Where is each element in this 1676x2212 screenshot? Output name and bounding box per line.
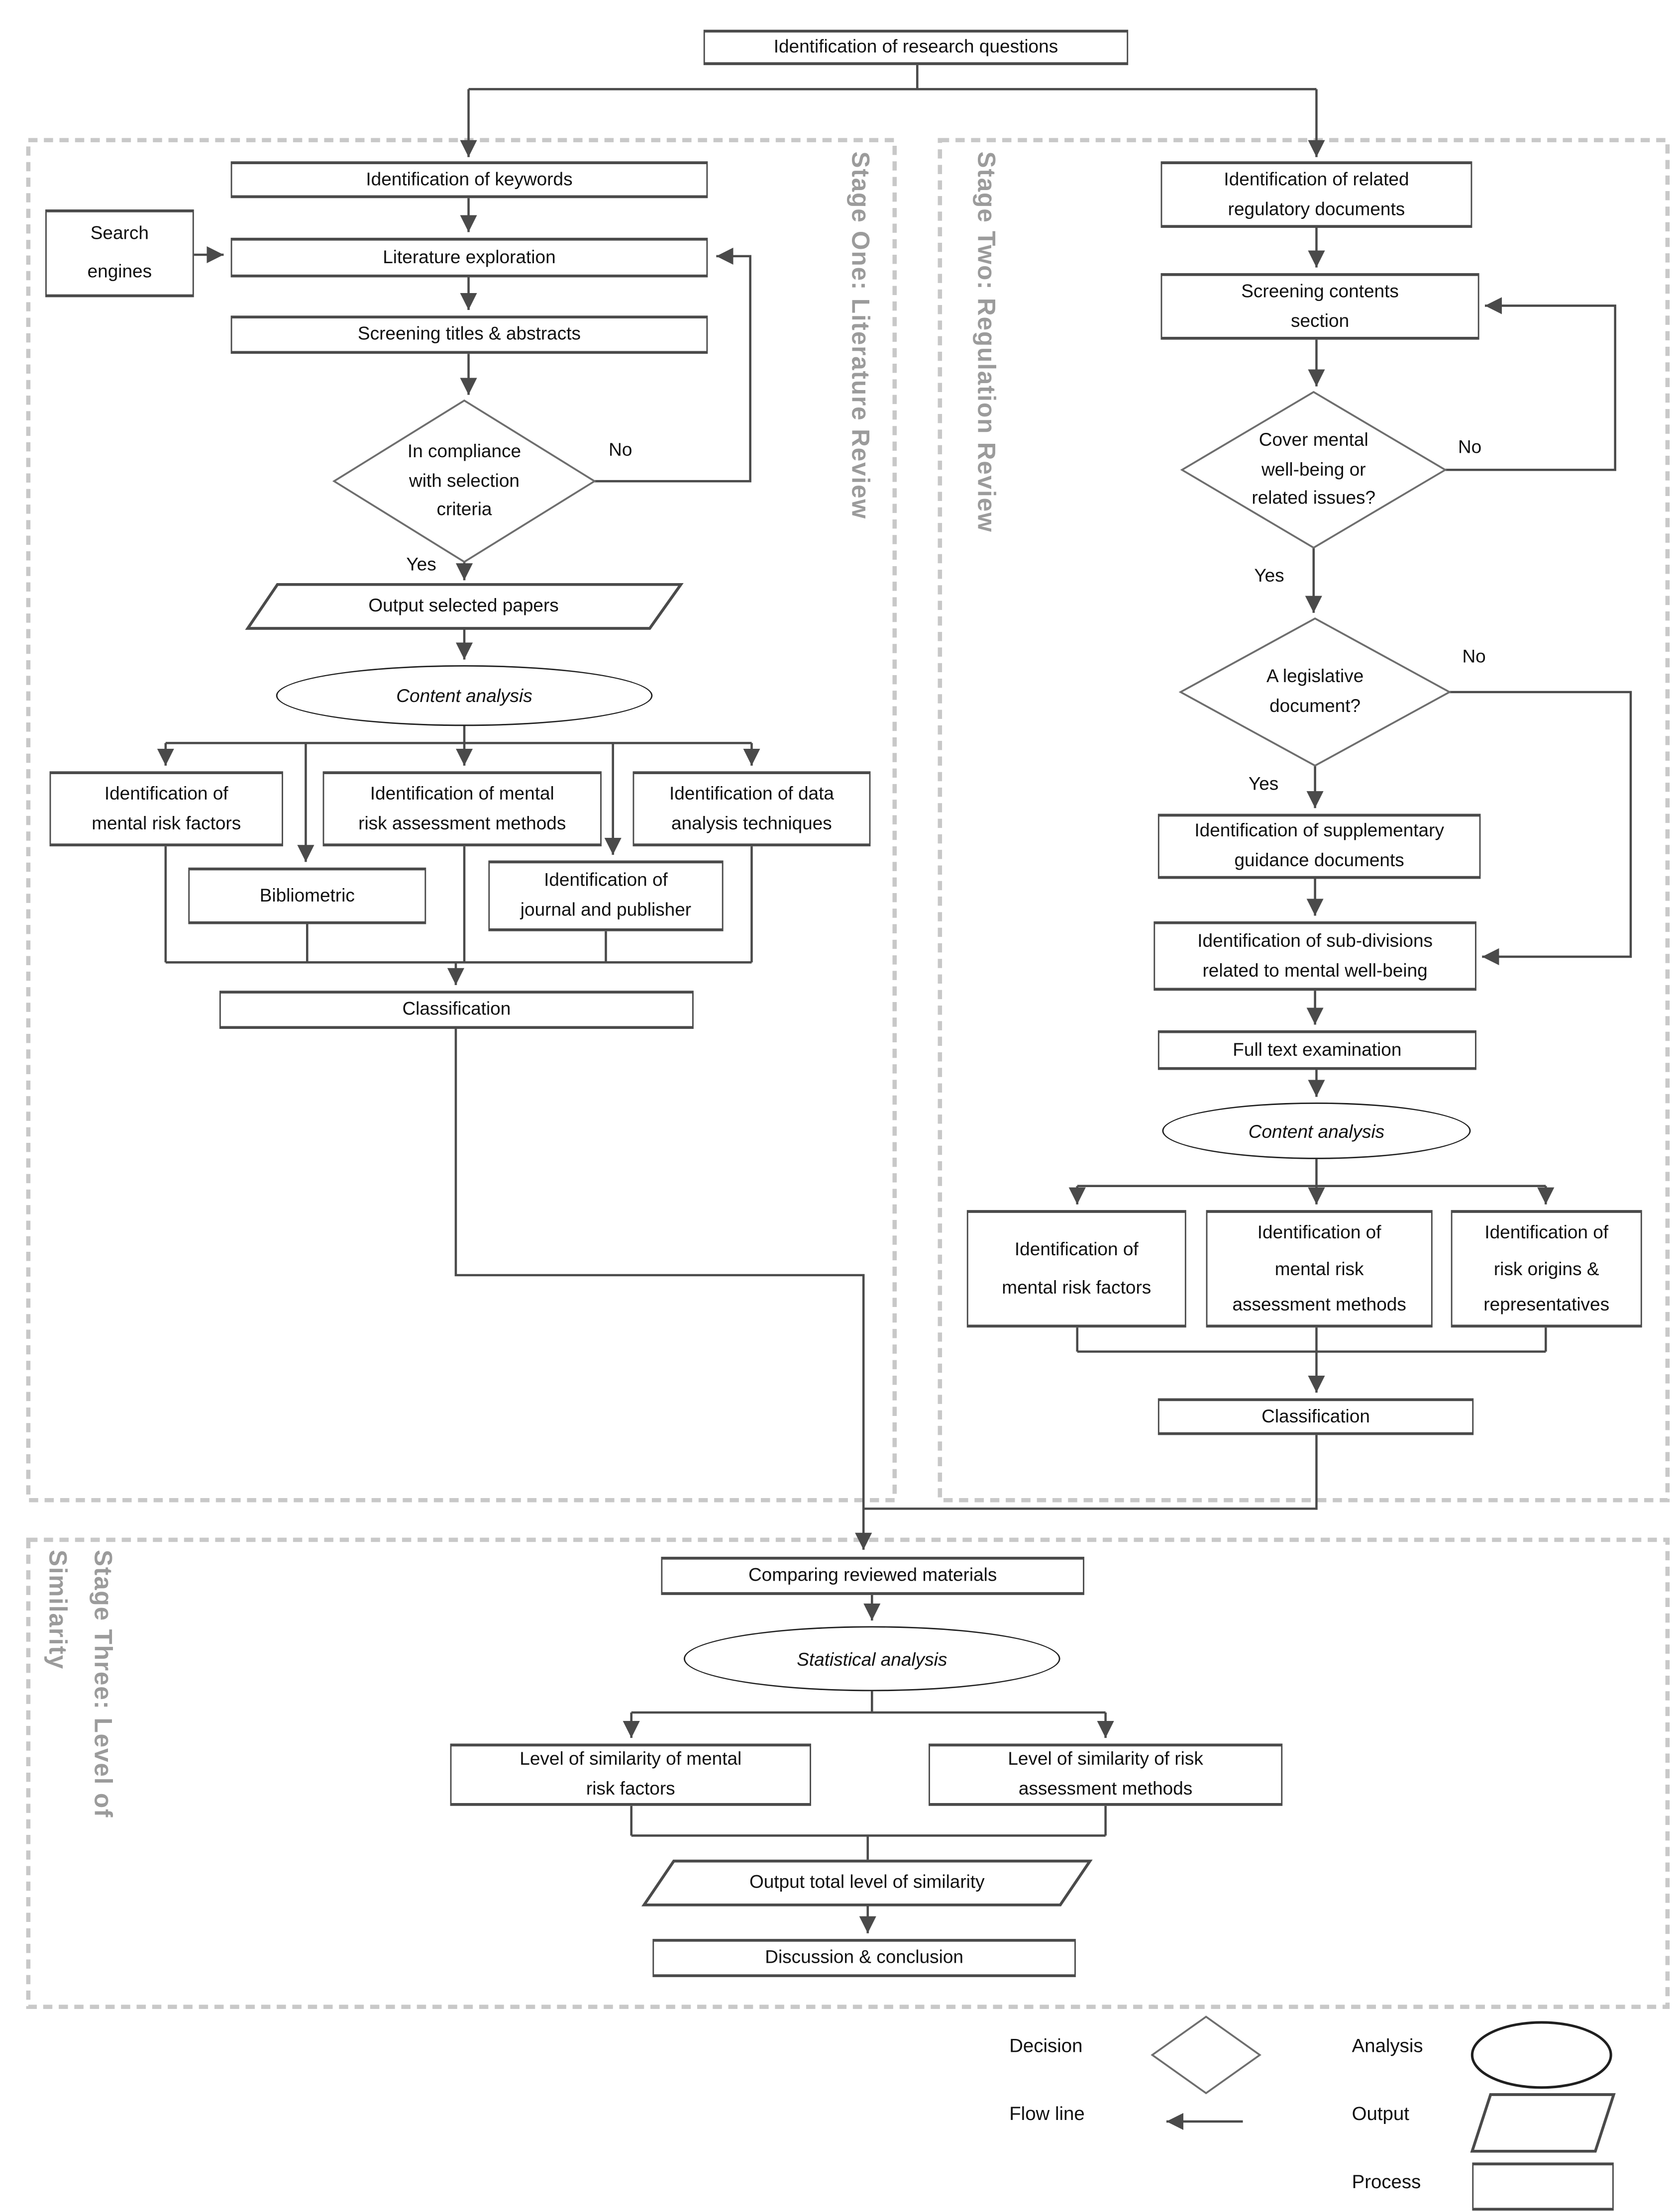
node-data-analysis-techniques: Identification of data analysis techniqu… (632, 771, 871, 847)
legislative-no-label: No (1462, 645, 1486, 667)
node-literature-exploration: Literature exploration (230, 237, 708, 278)
node-journal-and-publisher: Identification of journal and publisher (488, 860, 724, 931)
output-selected-papers-shape (245, 583, 684, 630)
stage-two-frame (938, 138, 1670, 1503)
stage-one-label: Stage One: Literature Review (846, 151, 875, 519)
node-classification-stage-one: Classification (219, 991, 694, 1029)
node-screening-titles-abstracts: Screening titles & abstracts (230, 315, 708, 354)
legend-analysis-ellipse (1470, 2021, 1612, 2089)
decision-shapes (332, 391, 1452, 2095)
node-supplementary-guidance-documents: Identification of supplementary guidance… (1157, 813, 1481, 879)
output-total-similarity-shape (641, 1859, 1093, 1907)
node-risk-origins-representatives: Identification of risk origins & represe… (1451, 1210, 1642, 1328)
diamond-compliance-shape (332, 399, 597, 563)
node-statistical-analysis: Statistical analysis (683, 1626, 1060, 1692)
legend-decision-diamond (1151, 2015, 1261, 2095)
stage-three-frame (26, 1537, 1670, 2009)
node-output-total-level-of-similarity: Output total level of similarity (749, 1871, 985, 1893)
stage-three-label-line1: Stage Three: Level of (89, 1549, 118, 1818)
stage-three-label-line2: Similarity (44, 1549, 73, 1670)
compliance-no-label: No (609, 438, 632, 460)
node-mental-risk-factors-stage-two: Identification of mental risk factors (966, 1210, 1186, 1328)
legend-output-label: Output (1352, 2103, 1409, 2124)
node-classification-stage-two: Classification (1157, 1398, 1474, 1435)
flow-lines (157, 64, 1632, 2130)
node-discussion-conclusion: Discussion & conclusion (652, 1939, 1076, 1977)
node-similarity-risk-assessment-methods: Level of similarity of risk assessment m… (929, 1743, 1283, 1806)
node-mental-risk-factors-stage-one: Identification of mental risk factors (49, 771, 283, 847)
cover-wellbeing-no-label: No (1458, 436, 1482, 457)
node-similarity-mental-risk-factors: Level of similarity of mental risk facto… (450, 1743, 811, 1806)
stage-frames (26, 138, 1670, 2009)
node-subdivisions-mental-wellbeing: Identification of sub-divisions related … (1153, 921, 1476, 991)
legend-flow-line-label: Flow line (1009, 2103, 1085, 2124)
legislative-yes-label: Yes (1248, 773, 1279, 794)
node-output-selected-papers: Output selected papers (368, 594, 559, 616)
node-screening-contents-section: Screening contents section (1160, 273, 1479, 340)
node-identification-of-keywords: Identification of keywords (230, 161, 708, 199)
decision-in-compliance-text: In compliance with selection criteria (407, 440, 522, 520)
node-identification-of-research-questions: Identification of research questions (703, 29, 1129, 65)
node-related-regulatory-documents: Identification of related regulatory doc… (1160, 161, 1472, 228)
node-mental-risk-assessment-methods-stage-one: Identification of mental risk assessment… (322, 771, 602, 847)
legend-decision-label: Decision (1009, 2035, 1083, 2057)
node-comparing-reviewed-materials: Comparing reviewed materials (661, 1557, 1084, 1595)
node-full-text-examination: Full text examination (1157, 1030, 1476, 1070)
stage-two-label: Stage Two: Regulation Review (972, 151, 1001, 533)
compliance-yes-label: Yes (406, 553, 436, 575)
cover-wellbeing-yes-label: Yes (1254, 564, 1284, 586)
node-bibliometric: Bibliometric (188, 867, 426, 924)
diamond-cover-wellbeing-shape (1180, 391, 1447, 549)
legend-process-label: Process (1352, 2171, 1421, 2193)
node-content-analysis-stage-two: Content analysis (1162, 1102, 1471, 1159)
decision-legislative-document-text: A legislative document? (1266, 665, 1364, 716)
node-content-analysis-stage-one: Content analysis (276, 665, 653, 726)
node-search-engines: Search engines (45, 209, 194, 298)
decision-cover-wellbeing-text: Cover mental well-being or related issue… (1252, 428, 1376, 509)
stage-one-frame (26, 138, 897, 1503)
diamond-legislative-shape (1178, 617, 1452, 767)
output-shapes (245, 583, 1616, 2153)
legend-output-parallelogram (1470, 2093, 1616, 2153)
legend-analysis-label: Analysis (1352, 2035, 1423, 2057)
legend-process-rectangle (1472, 2162, 1614, 2211)
node-mental-risk-assessment-methods-stage-two: Identification of mental risk assessment… (1206, 1210, 1433, 1328)
